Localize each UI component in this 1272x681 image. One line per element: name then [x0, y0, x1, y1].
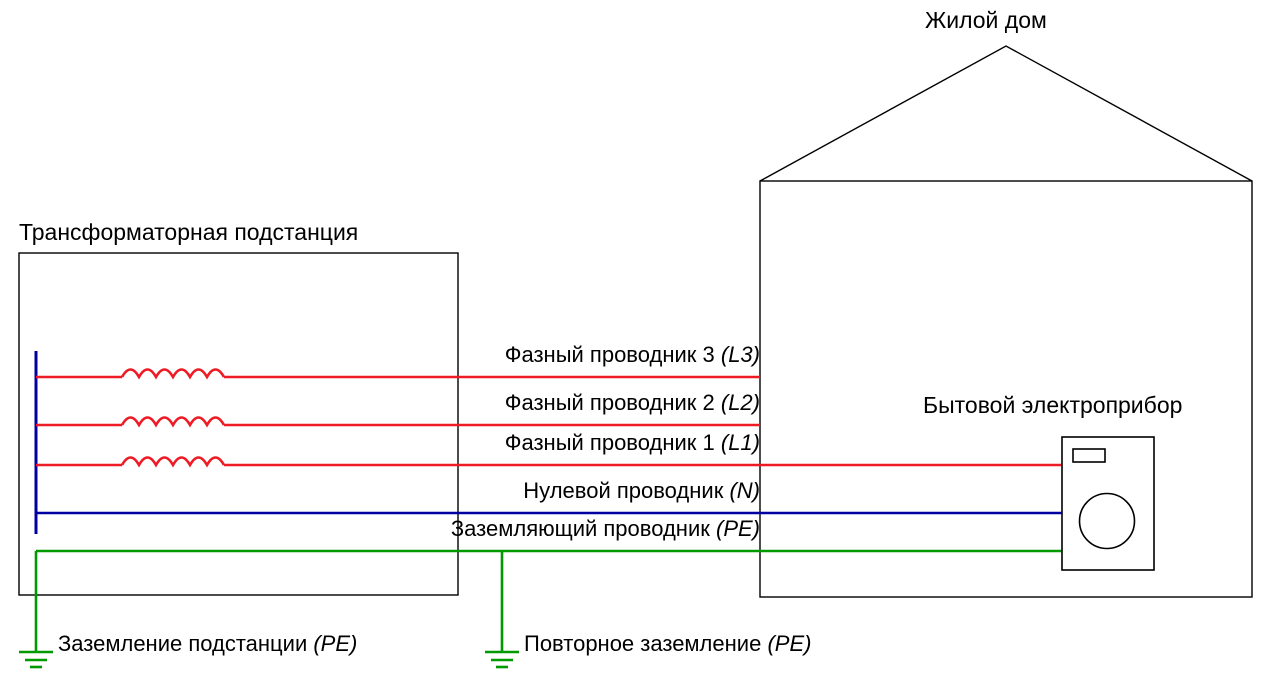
conductor-label-l1: Фазный проводник 1 (L1) [260, 432, 760, 454]
repeated-earth-group [485, 551, 519, 669]
conductor-l2 [36, 416, 760, 428]
repeated-earth-label-code: (PE) [767, 631, 812, 656]
appliance-control-panel-icon [1072, 448, 1106, 463]
house-roof-icon [759, 45, 1253, 182]
conductor-label-l2-code: (L2) [720, 390, 760, 415]
l2-transformer-winding-icon [120, 416, 226, 428]
substation-title: Трансформаторная подстанция [19, 219, 359, 245]
conductor-label-n-name: Нулевой проводник [523, 478, 724, 503]
substation-earth-group [19, 551, 53, 669]
conductor-l1 [36, 456, 1062, 468]
substation-earth-label-code: (PE) [313, 631, 358, 656]
repeated-earth-label: Повторное заземление (PE) [524, 633, 811, 655]
repeated-ground-icon [485, 650, 519, 669]
conductor-label-pe: Заземляющий проводник (PE) [260, 518, 760, 540]
house-group [759, 45, 1253, 598]
l3-transformer-winding-icon [120, 368, 226, 380]
house-title: Жилой дом [925, 7, 1047, 33]
conductor-label-n-code: (N) [729, 478, 760, 503]
conductor-l3 [36, 368, 760, 380]
appliance-title: Бытовой электроприбор [923, 392, 1183, 418]
conductor-label-l2-name: Фазный проводник 2 [504, 390, 715, 415]
appliance-group [1061, 436, 1155, 571]
conductor-label-l3-code: (L3) [720, 342, 760, 367]
conductor-label-l2: Фазный проводник 2 (L2) [260, 392, 760, 414]
conductor-label-l3: Фазный проводник 3 (L3) [260, 344, 760, 366]
substation-earth-label-name: Заземление подстанции [58, 631, 308, 656]
house-body-outline [759, 180, 1253, 598]
conductor-label-l1-name: Фазный проводник 1 [504, 430, 715, 455]
repeated-earth-label-name: Повторное заземление [524, 631, 762, 656]
l1-transformer-winding-icon [120, 456, 226, 468]
conductor-label-l1-code: (L1) [720, 430, 760, 455]
conductor-label-pe-name: Заземляющий проводник [450, 516, 710, 541]
conductor-label-pe-code: (PE) [716, 516, 760, 541]
conductor-label-l3-name: Фазный проводник 3 [504, 342, 715, 367]
conductor-label-n: Нулевой проводник (N) [260, 480, 760, 502]
substation-ground-icon [19, 650, 53, 669]
substation-earth-label: Заземление подстанции (PE) [58, 633, 357, 655]
appliance-drum-door-icon [1078, 492, 1136, 550]
